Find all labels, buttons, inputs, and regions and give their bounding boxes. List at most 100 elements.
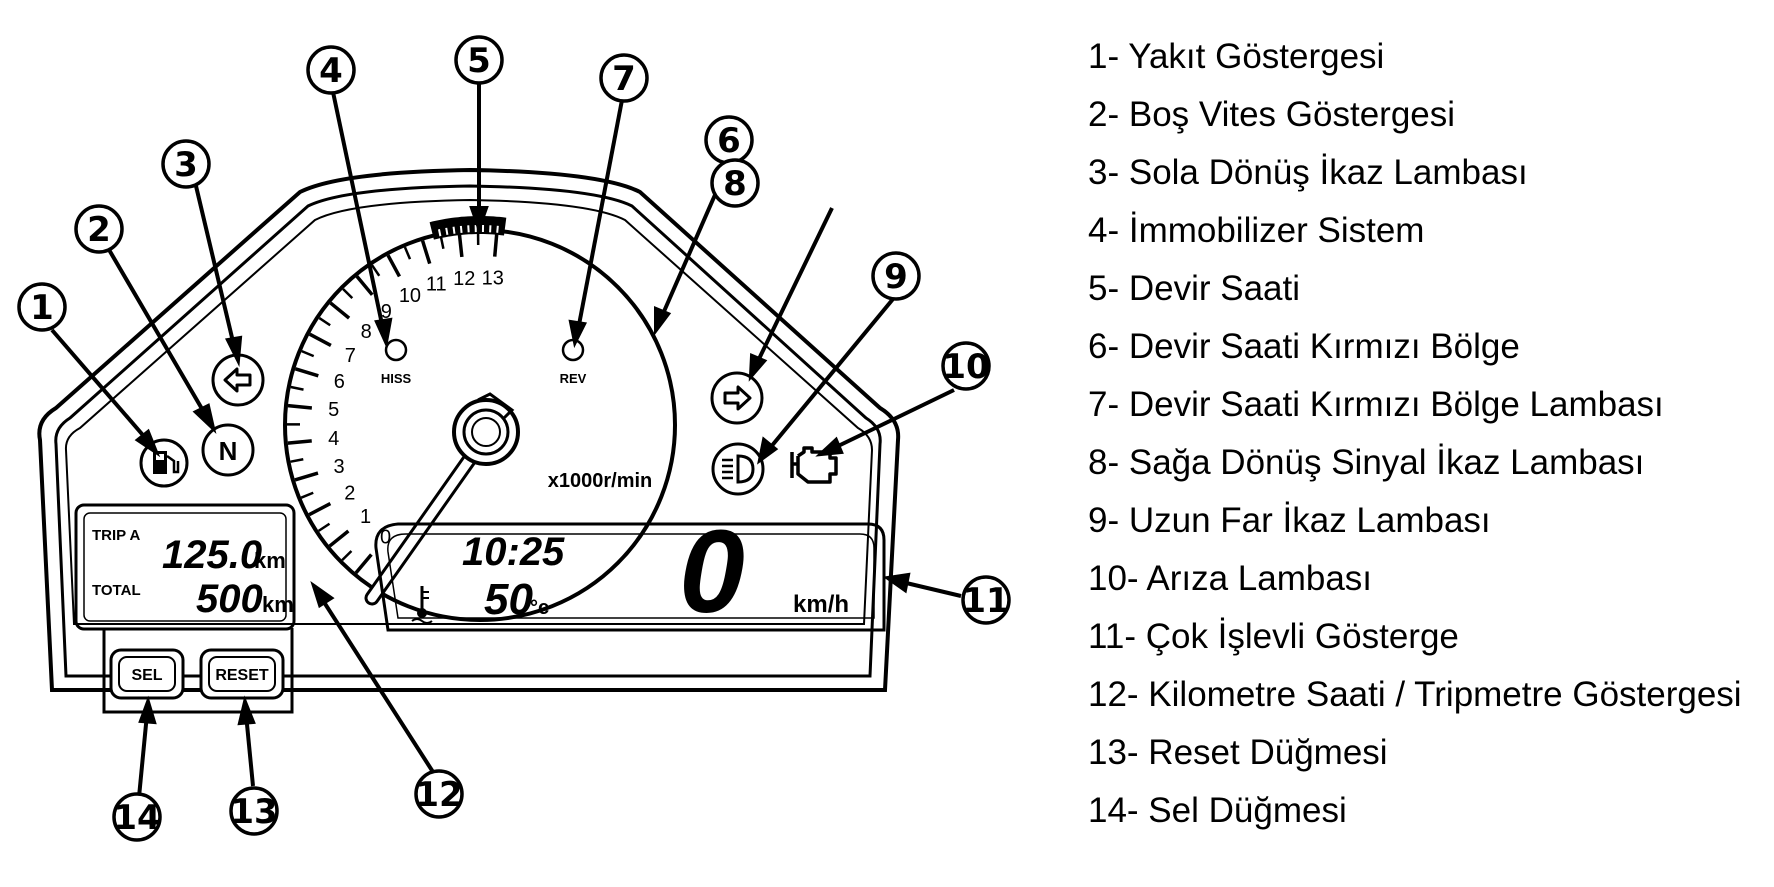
legend-item-1: 1- Yakıt Göstergesi — [1088, 37, 1385, 76]
button-bay — [102, 628, 294, 714]
tachometer-tick-label: 0 — [380, 527, 391, 549]
red-zone-notch — [452, 226, 456, 234]
tachometer-tick — [420, 240, 432, 265]
tachometer-tick-label: 12 — [453, 268, 475, 290]
tachometer-tick — [287, 439, 312, 445]
tachometer-tick — [439, 235, 445, 250]
tachometer-tick-label: 11 — [426, 274, 447, 296]
tachometer-tick-label: 4 — [328, 428, 339, 450]
tachometer-tick-label: 10 — [399, 285, 421, 307]
red-zone-notch — [445, 227, 449, 235]
tachometer-tick — [294, 367, 319, 378]
tachometer-tick — [287, 403, 313, 410]
engine-icon — [790, 446, 838, 484]
callout-circle-8 — [710, 158, 760, 208]
callout-circle-3 — [161, 139, 211, 189]
reset-button-label: RESET — [215, 667, 269, 684]
legend-item-7: 7- Devir Saati Kırmızı Bölge Lambası — [1088, 385, 1664, 424]
left-arrow-icon — [223, 367, 252, 393]
callout-number-9: 9 — [884, 257, 908, 297]
rev-label: REV — [560, 371, 587, 386]
callout-circle-5 — [454, 35, 504, 85]
hiss-label: HISS — [381, 371, 412, 386]
callout-circle-2 — [74, 204, 124, 254]
odometer-lcd: TRIP A 125.0 km TOTAL 500 km — [74, 503, 296, 631]
callout-number-2: 2 — [87, 210, 111, 250]
multi-function-display: 10:25 50 °c 0 km/h — [374, 506, 886, 638]
temp-value: 50 — [484, 575, 533, 624]
tachometer-tick — [341, 550, 353, 561]
legend-item-10: 10- Arıza Lambası — [1088, 559, 1373, 598]
sel-button[interactable]: SEL — [109, 648, 185, 700]
legend-item-6: 6- Devir Saati Kırmızı Bölge — [1088, 327, 1520, 366]
callout-circle-4 — [306, 45, 356, 95]
right-turn-lamp — [710, 371, 764, 425]
neutral-letter: N — [219, 436, 238, 466]
housing-inner — [54, 184, 882, 678]
callout-number-14: 14 — [113, 798, 160, 838]
tachometer-tick — [457, 232, 464, 258]
speed-unit: km/h — [793, 591, 849, 618]
callout-circle-7 — [599, 53, 649, 103]
high-beam-lamp — [711, 442, 765, 496]
clock-readout: 10:25 — [462, 530, 565, 574]
tachometer-tick — [290, 385, 304, 391]
callout-circle-14 — [112, 792, 162, 842]
tachometer-tick — [318, 317, 331, 327]
callout-circle-10 — [941, 341, 991, 391]
fuel-lamp — [139, 438, 189, 488]
speed-readout: 0 — [679, 506, 745, 638]
callout-number-6: 6 — [717, 121, 741, 161]
tachometer-tick-label: 3 — [334, 456, 345, 478]
tachometer-tick — [355, 275, 374, 296]
callout-number-1: 1 — [30, 288, 54, 328]
tachometer-tick-label: 6 — [334, 371, 345, 393]
trip-label: TRIP A — [92, 527, 141, 544]
tachometer-tick — [301, 349, 315, 358]
tachometer-tick — [328, 529, 350, 548]
legend-item-11: 11- Çok İşlevli Gösterge — [1088, 617, 1459, 656]
callout-number-10: 10 — [942, 347, 989, 387]
callout-number-8: 8 — [723, 164, 747, 204]
headlight-icon — [722, 454, 755, 484]
callout-circle-9 — [871, 251, 921, 301]
tachometer-tick — [308, 332, 332, 348]
callout-number-3: 3 — [174, 145, 198, 185]
total-unit: km — [262, 592, 294, 617]
callout-circle-13 — [229, 786, 279, 836]
total-label: TOTAL — [92, 582, 141, 599]
total-value: 500 — [196, 577, 263, 621]
tachometer-tick-label: 5 — [328, 399, 339, 421]
housing-outer — [37, 167, 901, 692]
callout-number-13: 13 — [230, 792, 277, 832]
callout-number-7: 7 — [612, 59, 636, 99]
tachometer-unit: x1000r/min — [548, 470, 653, 492]
legend-item-5: 5- Devir Saati — [1088, 269, 1301, 308]
callout-number-4: 4 — [319, 51, 343, 91]
legend-item-14: 14- Sel Düğmesi — [1088, 791, 1347, 830]
tachometer-tick — [342, 288, 354, 300]
tachometer-tick — [354, 553, 373, 574]
legend-item-4: 4- İmmobilizer Sistem — [1088, 211, 1425, 250]
trip-value: 125.0 — [162, 533, 262, 577]
neutral-lamp: N — [201, 423, 255, 477]
red-zone-notch — [459, 225, 463, 233]
thermometer-icon — [411, 586, 433, 624]
tachometer-tick-label: 13 — [482, 268, 504, 290]
reset-button[interactable]: RESET — [199, 648, 285, 700]
legend-item-3: 3- Sola Dönüş İkaz Lambası — [1088, 153, 1528, 192]
callout-circle-12 — [414, 769, 464, 819]
tachometer-tick-label: 2 — [344, 482, 355, 504]
callout-number-5: 5 — [467, 41, 491, 81]
legend-item-8: 8- Sağa Dönüş Sinyal İkaz Lambası — [1088, 443, 1645, 482]
tachometer-tick — [370, 264, 381, 277]
tachometer-tick — [300, 491, 314, 499]
tachometer-tick-label: 8 — [361, 321, 372, 343]
trip-unit: km — [254, 548, 286, 573]
tachometer-tick — [403, 246, 412, 260]
tachometer-tick — [290, 457, 304, 463]
legend-list: 1- Yakıt Göstergesi 2- Boş Vites Gösterg… — [1088, 28, 1742, 840]
tachometer-tick-label: 1 — [360, 506, 371, 528]
